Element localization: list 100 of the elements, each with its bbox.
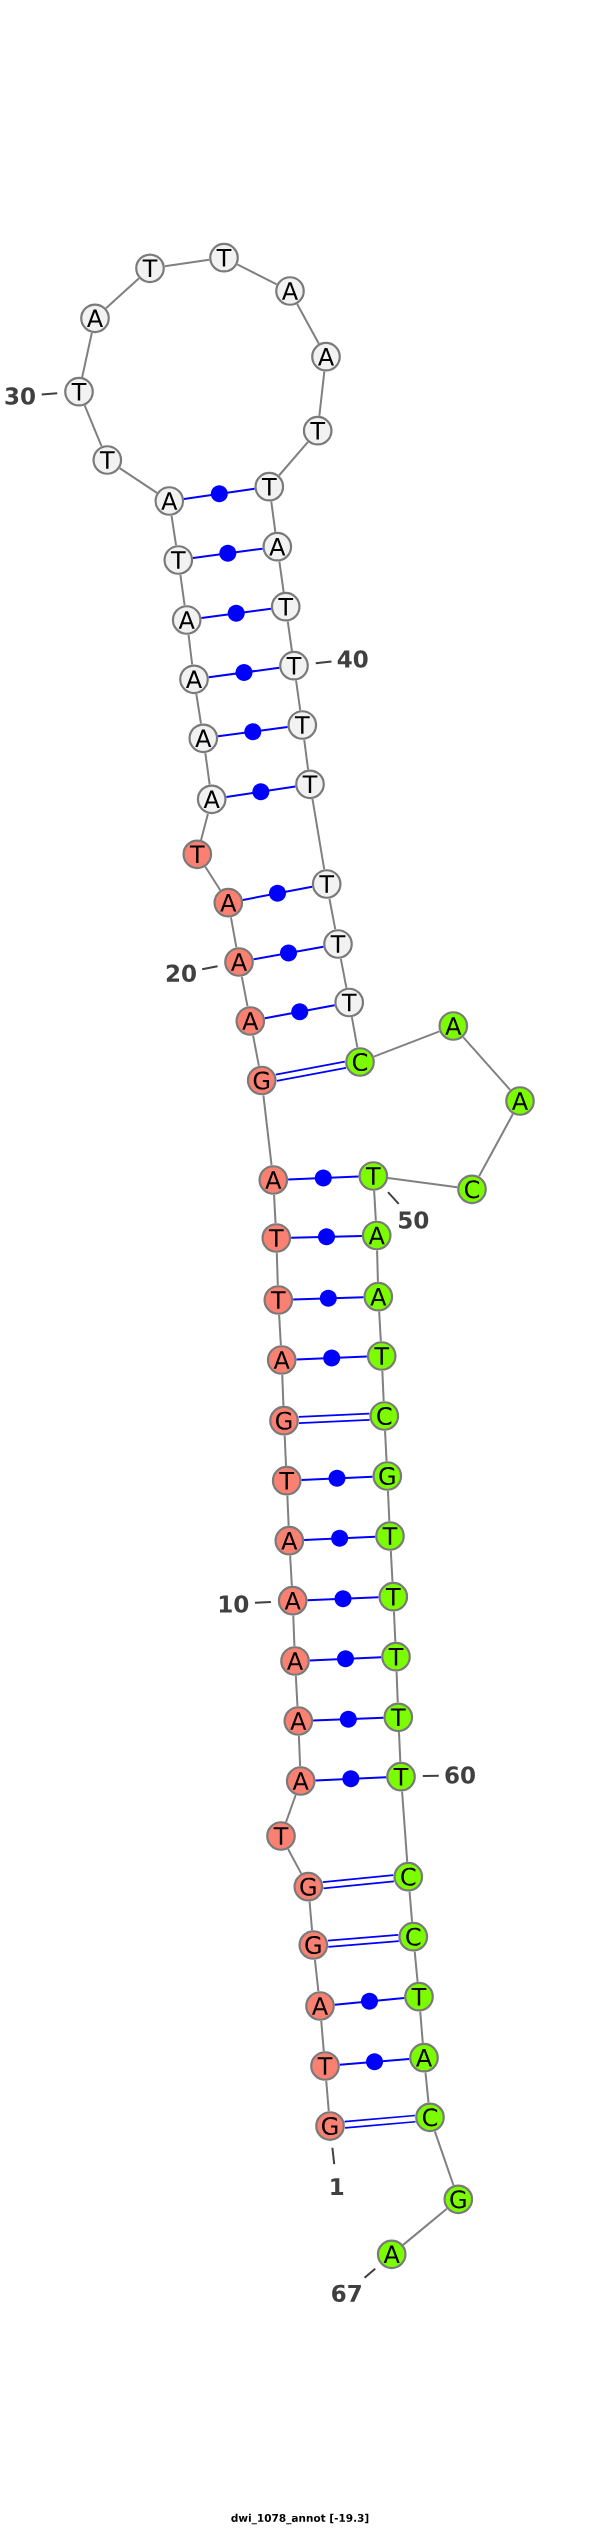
- backbone-line: [83, 404, 103, 448]
- base-pair-bond: [300, 1469, 374, 1487]
- backbone-line: [387, 1177, 459, 1189]
- position-number: 1: [331, 2178, 344, 2196]
- base-pair-bond: [252, 944, 325, 962]
- backbone-line: [236, 263, 278, 286]
- base-pair-bond: [333, 1992, 406, 2010]
- backbone-line: [294, 1674, 299, 1708]
- base-pair-bond: [322, 1874, 394, 1890]
- backbone-line: [303, 738, 310, 771]
- backbone-line: [372, 1030, 441, 1058]
- backbone-line: [270, 500, 277, 533]
- backbone-line: [286, 1494, 290, 1527]
- backbone-line: [240, 975, 249, 1008]
- backbone-line: [381, 1369, 385, 1403]
- base-pair-bond: [192, 544, 264, 562]
- base-pair-bond: [241, 884, 314, 902]
- base-pair-bond: [287, 1169, 360, 1187]
- backbone-line: [339, 957, 348, 989]
- backbone-line: [318, 370, 326, 417]
- backbone-line: [281, 1373, 285, 1407]
- backbone-line: [320, 2019, 325, 2053]
- backbone-line: [252, 1034, 260, 1067]
- base-pair-bond: [183, 485, 256, 503]
- base-pair-bond: [303, 1529, 377, 1547]
- base-pair-bond: [312, 1710, 385, 1728]
- base-pair-bond: [217, 723, 289, 741]
- backbone-line: [81, 331, 93, 379]
- backbone-line: [278, 560, 285, 593]
- position-number: 10: [219, 1595, 249, 1613]
- backbone-line: [313, 1958, 320, 1993]
- backbone-line: [389, 1549, 394, 1583]
- backbone-line: [187, 633, 194, 666]
- position-number: 40: [337, 650, 368, 668]
- leader-line: [387, 1191, 400, 1205]
- backbone-line: [297, 1734, 302, 1768]
- backbone-line: [386, 1489, 391, 1523]
- backbone-line: [373, 1189, 377, 1222]
- base-pair-bond: [295, 1349, 368, 1367]
- backbone-line: [163, 258, 211, 268]
- backbone-line: [286, 620, 293, 652]
- backbone-line: [287, 1848, 303, 1875]
- backbone-line: [398, 1731, 402, 1763]
- backbone-line: [413, 1950, 419, 1983]
- base-pair-bond: [298, 1412, 370, 1424]
- backbone-line: [292, 1614, 296, 1648]
- backbone-line: [392, 1610, 397, 1643]
- backbone-line: [478, 1113, 514, 1178]
- base-pair-bond: [338, 2053, 411, 2071]
- backbone-line: [170, 514, 178, 547]
- leader-line: [331, 2146, 336, 2166]
- position-number: 60: [445, 1766, 475, 1784]
- backbone-line: [350, 1016, 359, 1049]
- backbone-line: [289, 1554, 293, 1587]
- backbone-line: [204, 865, 222, 892]
- base-pair-bond: [200, 604, 272, 622]
- leader-line: [40, 392, 59, 396]
- base-pair-bond: [292, 1289, 365, 1307]
- base-pair-bond: [327, 1933, 399, 1948]
- position-number: 67: [332, 2284, 361, 2302]
- base-pair-bond: [275, 1060, 347, 1082]
- base-pair-bond: [314, 1770, 388, 1788]
- backbone-line: [262, 1094, 273, 1167]
- backbone-line: [395, 1670, 399, 1704]
- backbone-line: [195, 693, 202, 725]
- base-pair-bond: [207, 664, 281, 681]
- base-pair-bond: [344, 2114, 416, 2129]
- leader-line: [421, 1774, 440, 1778]
- backbone-line: [285, 1794, 297, 1824]
- backbone-line: [378, 1310, 382, 1343]
- backbone-line: [296, 303, 320, 345]
- base-pair-bond: [308, 1650, 383, 1668]
- backbone-line: [328, 897, 337, 931]
- backbone-line: [179, 573, 186, 607]
- base-pair-bond: [225, 783, 297, 801]
- backbone-line: [325, 2079, 330, 2113]
- backbone-line: [273, 1193, 277, 1225]
- backbone-line: [200, 812, 209, 841]
- backbone-line: [433, 2130, 455, 2187]
- backbone-line: [278, 440, 309, 477]
- backbone-line: [118, 467, 158, 494]
- backbone-line: [384, 1429, 388, 1463]
- backbone-line: [419, 2010, 424, 2044]
- backbone-line: [401, 1790, 409, 1863]
- backbone-line: [402, 2207, 448, 2246]
- backbone-line: [376, 1249, 379, 1283]
- backbone-line: [283, 1434, 288, 1467]
- position-number: 50: [399, 1211, 429, 1229]
- leader-line: [254, 1600, 272, 1604]
- base-pair-bond: [306, 1590, 380, 1608]
- backbone-line: [424, 2071, 430, 2104]
- leader-line: [314, 660, 333, 665]
- backbone-line: [278, 1313, 282, 1347]
- backbone-line: [308, 1900, 314, 1932]
- base-pair-bond: [290, 1228, 363, 1246]
- leader-line: [363, 2267, 377, 2279]
- backbone-line: [275, 1251, 279, 1287]
- backbone-line: [229, 916, 238, 949]
- caption: dwi_1078_annot [-19.3]: [231, 2513, 369, 2525]
- backbone-line: [105, 277, 140, 310]
